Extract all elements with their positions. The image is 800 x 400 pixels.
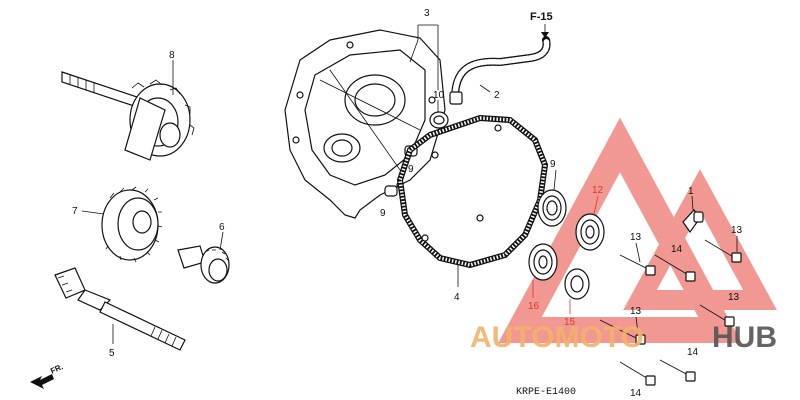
callout-15: 15 [564,317,576,328]
leader-12 [593,195,599,215]
callout-14-c: 14 [630,388,642,399]
bolt-13-a [704,239,742,263]
bearing-16 [528,243,558,281]
ref-label: F-15 [530,11,553,23]
callout-13-b: 13 [630,232,642,243]
callout-11: 10 [433,90,445,101]
gear-7 [101,186,163,263]
oil-seal-11 [429,111,449,129]
callout-14-b: 14 [687,347,699,358]
breather-tube-2 [449,36,551,105]
callout-12: 12 [592,185,604,196]
leader-13d [635,316,639,334]
callout-9a: 9 [408,164,414,175]
pinion-6 [177,245,230,284]
shaft-5 [54,267,186,351]
shaft-gear-8 [61,71,195,161]
callout-3: 3 [424,8,430,19]
bolt-13-c [699,304,735,327]
leader-1 [691,195,694,211]
callout-8: 8 [169,50,175,61]
leader-7 [81,210,105,215]
callout-1: 1 [688,186,694,197]
bolt-13-b [619,254,656,276]
front-arrow-icon [30,374,54,389]
drawing-code: KRPE-E1400 [516,387,576,398]
front-direction-indicator: FR. [30,362,65,389]
bolt-13-d [599,319,646,345]
leader-10 [553,169,557,191]
bearing-12 [575,213,605,251]
callout-13-a: 13 [731,225,743,236]
watermark-part-a: AUTOMOTO [470,321,644,354]
bolt-14-a [654,254,696,282]
dowel-pin-lower [384,185,398,197]
callout-5: 5 [109,348,115,359]
callout-13-d: 13 [630,306,642,317]
callout-10: 9 [550,159,556,170]
callout-9b: 9 [380,208,386,219]
callout-2: 2 [494,90,500,101]
callout-13-c: 13 [728,292,740,303]
callout-14-a: 14 [671,244,683,255]
callout-4: 4 [454,292,460,303]
ref-arrowhead [541,32,549,38]
oil-seal-15 [564,268,590,300]
bolt-14-c [619,361,656,386]
watermark-part-b: HUB [712,321,777,354]
callout-16: 16 [528,301,540,312]
leader-6 [219,231,224,251]
leader-2 [479,84,491,93]
callout-7: 7 [72,206,78,217]
leader-13b [635,242,641,263]
bearing-10 [537,189,567,227]
bracket-1 [682,209,704,234]
callout-6: 6 [219,222,225,233]
watermark-text: AUTOMOTO HUB [470,321,777,354]
gasket-4 [396,114,549,269]
front-label: FR. [49,362,64,376]
transmission-case [284,29,446,219]
bolt-14-b [659,359,696,382]
leader-3 [409,24,439,90]
